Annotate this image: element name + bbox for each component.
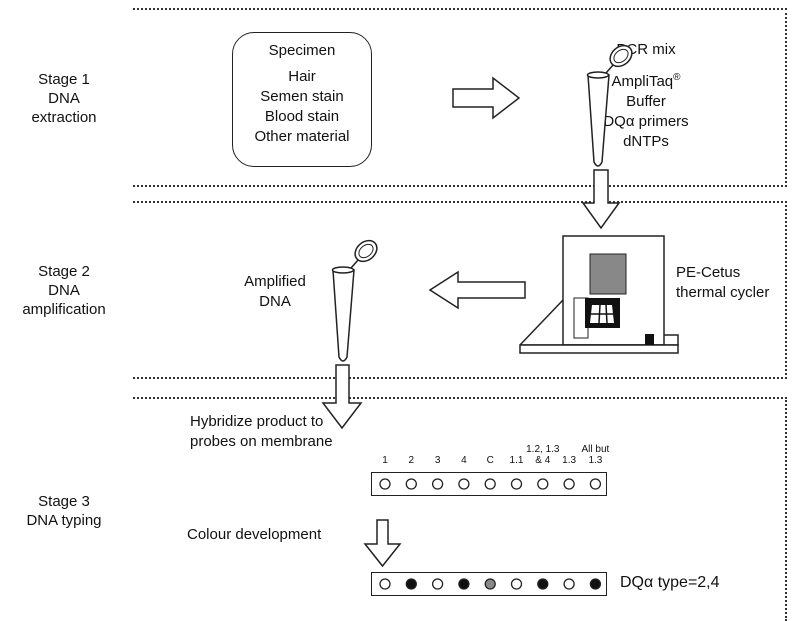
lane-label: 1.2, 1.3& 4 (526, 444, 560, 466)
probe-dot-before (405, 478, 417, 490)
specimen-item: Blood stain (264, 108, 340, 125)
probe-dot-before (431, 478, 444, 490)
probe-dot-before (484, 478, 496, 490)
specimen-title: Specimen (268, 42, 336, 59)
pcr-mix-item: dNTPs (623, 133, 669, 150)
probe-dot-before (537, 478, 549, 490)
pcr-mix-item: Buffer (626, 93, 666, 110)
specimen-item: Other material (254, 128, 350, 145)
pcr-mix-ampli: AmpliTaq® (611, 72, 681, 90)
lane-label: 1.3 (562, 455, 577, 466)
stage-2-box (133, 201, 787, 379)
pcr-tube-icon (586, 44, 633, 167)
probe-dot-empty (431, 578, 444, 590)
probe-dot-filled (405, 578, 417, 590)
probe-dot-before (589, 478, 602, 490)
lane-label: 4 (461, 455, 467, 466)
probe-dot-before (510, 478, 523, 490)
thermal-cycler-icon (519, 235, 679, 354)
pcr-mix-list: PCR mix AmpliTaq® Buffer DQα primers dNT… (576, 40, 716, 152)
lane-label: 1.1 (509, 455, 524, 466)
membrane-strip-before (371, 472, 607, 496)
pcr-mix-item: DQα primers (603, 113, 689, 130)
amplified-tube-icon (331, 239, 378, 362)
dots-before (379, 478, 602, 490)
lane-label: 2 (408, 455, 415, 466)
arrow-down-icon (581, 169, 621, 230)
probe-dot-before (379, 478, 391, 490)
probe-dot-empty (510, 578, 523, 590)
stage-1-box (133, 8, 787, 187)
specimen-item: Hair (288, 68, 316, 85)
specimen-item: Semen stain (260, 88, 344, 105)
membrane-strip-after (371, 572, 607, 596)
probe-dot-filled (537, 578, 549, 590)
dots-after (379, 578, 602, 590)
arrow-down-icon (321, 364, 363, 430)
probe-dot-filled (589, 578, 602, 590)
stage-3-box (133, 397, 787, 621)
arrow-right-icon (452, 76, 521, 120)
probe-dot-empty (563, 578, 575, 590)
probe-dot-empty (379, 578, 391, 590)
specimen-box: Specimen Hair Semen stain Blood stain Ot… (232, 32, 372, 167)
lane-label: 1 (382, 455, 388, 466)
probe-dot-before (563, 478, 575, 490)
lane-label: C (486, 455, 494, 466)
arrow-down-icon (363, 519, 402, 568)
probe-dot-before (458, 478, 470, 490)
colour-development-label: Colour development (187, 526, 322, 543)
arrow-left-icon (428, 270, 526, 310)
lane-label: 3 (434, 455, 441, 466)
probe-dot-grey (484, 578, 496, 590)
result-type-label: DQα type=2,4 (620, 574, 720, 591)
probe-dot-filled (458, 578, 470, 590)
